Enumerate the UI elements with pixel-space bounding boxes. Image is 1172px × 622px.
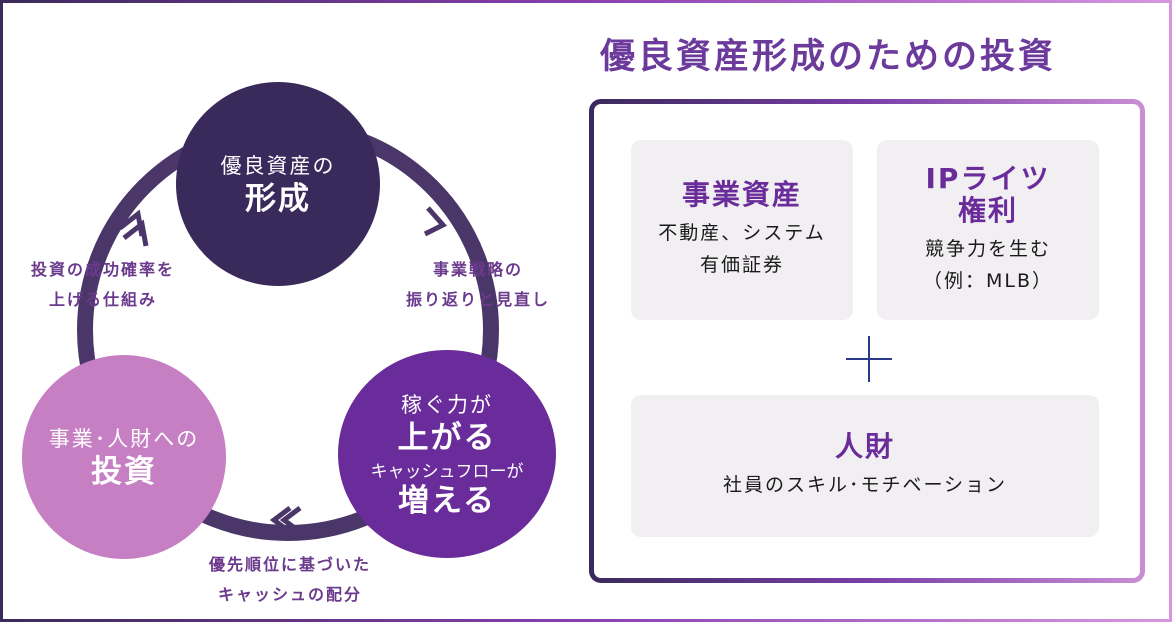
earning-power-line2: 上がる bbox=[397, 419, 497, 456]
asset-formation-line2: 形成 bbox=[245, 181, 311, 217]
human-capital-card: 人財 社員のスキル･モチベーション bbox=[631, 395, 1099, 537]
review-label-line2: 振り返りと見直し bbox=[405, 290, 550, 309]
asset-formation-circle: 優良資産の 形成 bbox=[176, 82, 380, 286]
plus-icon bbox=[846, 336, 892, 382]
ip-rights-body1: 競争力を生む bbox=[924, 238, 1051, 260]
asset-formation-line1: 優良資産の bbox=[220, 154, 336, 178]
arrow-right-down-icon bbox=[423, 206, 448, 237]
business-assets-body: 不動産、システム 有価証券 bbox=[658, 217, 825, 281]
business-assets-body2: 有価証券 bbox=[699, 254, 784, 276]
ip-rights-title2: 権利 bbox=[957, 194, 1018, 227]
success-label: 投資の成功確率を 上げる仕組み bbox=[8, 255, 198, 315]
page-title: 優良資産形成のための投資 bbox=[600, 37, 1057, 77]
arrow-left-icon bbox=[269, 506, 302, 534]
arrow-up-icon bbox=[118, 209, 149, 247]
ip-rights-body2: （例：MLB） bbox=[922, 270, 1053, 292]
ip-rights-title: IPライツ 権利 bbox=[926, 163, 1051, 227]
earning-power-line3: キャッシュフローが bbox=[370, 461, 524, 482]
allocation-label: 優先順位に基づいた キャッシュの配分 bbox=[180, 550, 400, 610]
human-capital-body: 社員のスキル･モチベーション bbox=[722, 474, 1008, 496]
ip-rights-body: 競争力を生む （例：MLB） bbox=[923, 233, 1053, 297]
allocation-label-line1: 優先順位に基づいた bbox=[208, 555, 371, 574]
success-label-line1: 投資の成功確率を bbox=[30, 260, 175, 279]
business-assets-card: 事業資産 不動産、システム 有価証券 bbox=[631, 140, 853, 320]
allocation-label-line2: キャッシュの配分 bbox=[217, 585, 362, 604]
ip-rights-card: IPライツ 権利 競争力を生む （例：MLB） bbox=[877, 140, 1099, 320]
earning-power-line1: 稼ぐ力が bbox=[401, 392, 493, 417]
business-assets-title: 事業資産 bbox=[681, 178, 802, 211]
investment-line1: 事業･人財への bbox=[48, 427, 200, 451]
investment-circle: 事業･人財への 投資 bbox=[22, 355, 226, 559]
review-label-line1: 事業戦略の bbox=[432, 260, 523, 279]
investment-line2: 投資 bbox=[91, 454, 157, 490]
business-assets-body1: 不動産、システム bbox=[658, 222, 826, 244]
review-label: 事業戦略の 振り返りと見直し bbox=[388, 255, 568, 315]
earning-power-line4: 増える bbox=[397, 482, 497, 519]
success-label-line2: 上げる仕組み bbox=[48, 290, 157, 309]
ip-rights-title1: IPライツ bbox=[925, 162, 1051, 195]
human-capital-title: 人財 bbox=[834, 430, 895, 463]
earning-power-circle: 稼ぐ力が 上がる キャッシュフローが 増える bbox=[338, 350, 556, 558]
